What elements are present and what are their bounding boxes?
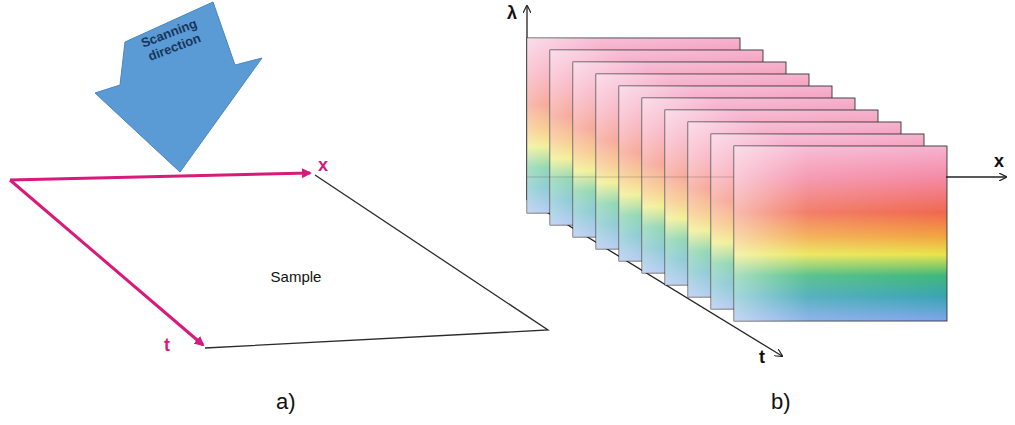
axis-label: t [164, 336, 170, 356]
axis-label: λ [507, 4, 517, 24]
scan-arrow: Scanning direction [90, 0, 270, 178]
axis-label: x [318, 156, 328, 176]
panel-label: b) [771, 390, 791, 414]
spectral-frame [734, 146, 947, 321]
axis-label: t [759, 348, 765, 368]
node-text: Sample [256, 268, 336, 285]
sample-region: Sample [8, 170, 553, 352]
axis-label: x [994, 152, 1004, 172]
frame-shade [734, 146, 947, 321]
panel-label: a) [276, 390, 296, 414]
sample-region-outline [8, 170, 553, 352]
